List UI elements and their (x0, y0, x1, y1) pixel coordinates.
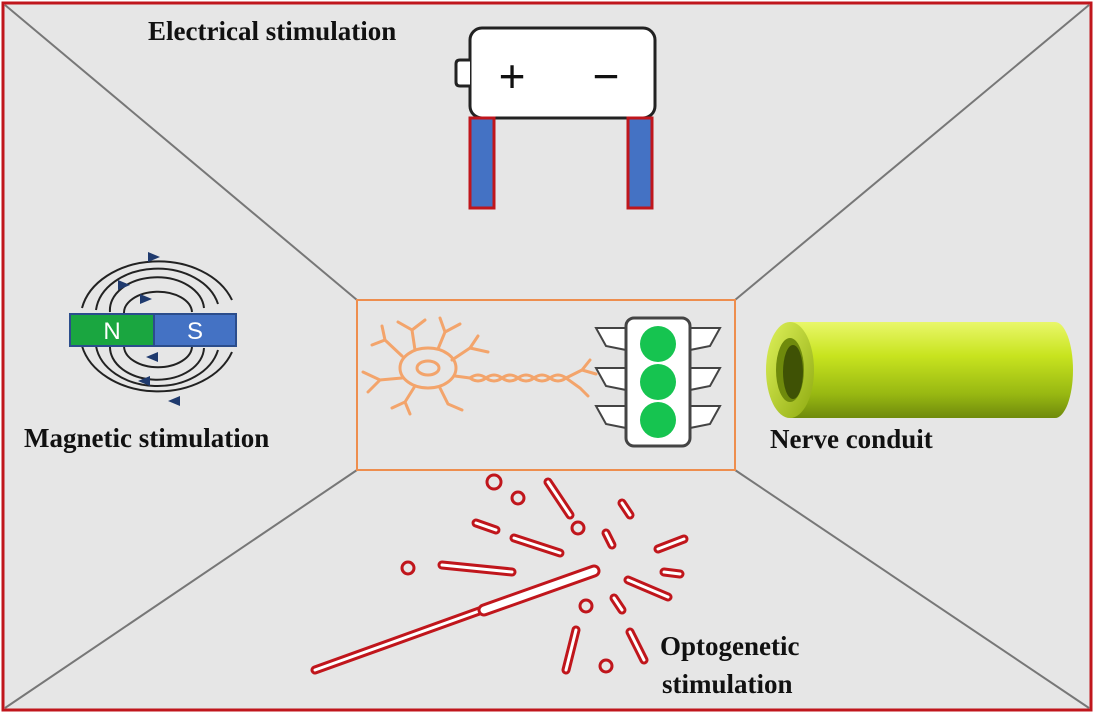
nerve-conduit-icon (766, 322, 1073, 418)
magnet-icon: N S (69, 252, 237, 406)
magnet-north-label: N (103, 318, 120, 345)
battery-minus-sign: − (593, 50, 620, 102)
battery-lead-right (626, 116, 654, 210)
neuron-icon (361, 316, 598, 416)
traffic-light-icon (594, 316, 722, 448)
magnet-north-pole (69, 313, 155, 347)
magnetic-stimulation-label: Magnetic stimulation (24, 423, 269, 453)
light-particles (400, 473, 689, 675)
diagonal-bottom-left (4, 469, 358, 709)
perspective-lines (4, 4, 1090, 709)
battery-lead-left (468, 116, 496, 210)
diagonal-top-left (4, 4, 358, 301)
magnet-south-label: S (187, 318, 203, 345)
magnet-south-pole (153, 313, 237, 347)
battery-plus-sign: + (499, 50, 526, 102)
battery-icon: + − (454, 26, 657, 210)
electrical-stimulation-label: Electrical stimulation (148, 16, 396, 46)
diagonal-bottom-right (734, 469, 1090, 709)
optogenetic-label-line1: Optogenetic (660, 631, 799, 661)
optogenetic-label-line2: stimulation (662, 669, 793, 699)
optogenetic-laser-icon (310, 473, 689, 675)
diagonal-top-right (734, 4, 1090, 301)
nerve-conduit-label: Nerve conduit (770, 424, 933, 454)
